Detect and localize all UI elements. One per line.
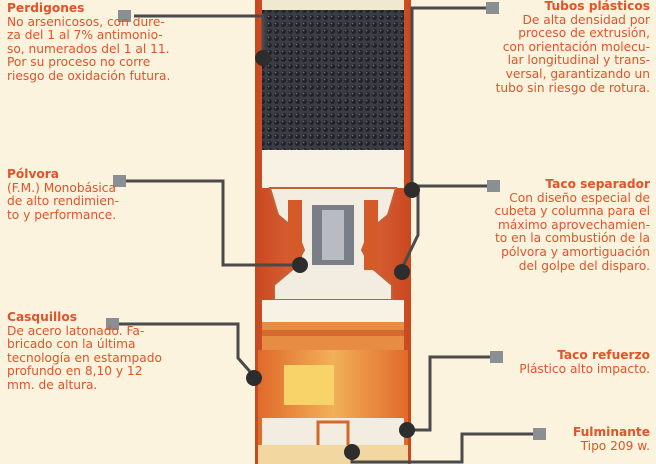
label-polvora-title: Pólvora — [7, 167, 60, 181]
leader-dot — [344, 444, 360, 460]
label-casquillos-body: De acero latonado. Fa- bricado con la úl… — [7, 323, 162, 392]
label-tubos-body: De alta densidad por proceso de extrusió… — [495, 12, 650, 95]
label-marker-square — [487, 180, 500, 192]
label-taco-refuerzo-title: Taco refuerzo — [557, 348, 650, 362]
label-taco-separador: Taco separador Con diseño especial de cu… — [418, 177, 650, 273]
label-tubos-title: Tubos plásticos — [544, 0, 650, 13]
label-casquillos: Casquillos De acero latonado. Fa- bricad… — [7, 310, 245, 393]
leader-dot — [292, 257, 308, 273]
label-perdigones-title: Perdigones — [7, 1, 85, 15]
label-perdigones: Perdigones No arsenicosos, con dure- za … — [7, 1, 252, 84]
label-fulminante: Fulminante Tipo 209 w. — [480, 425, 650, 453]
label-marker-square — [486, 2, 499, 14]
label-marker-square — [118, 10, 131, 22]
label-taco-refuerzo: Taco refuerzo Plástico alto impacto. — [440, 348, 650, 376]
label-marker-square — [533, 428, 546, 440]
leader-casquillos — [117, 322, 255, 376]
leader-dot — [399, 422, 415, 438]
leader-taco-separador — [400, 184, 487, 269]
label-perdigones-body: No arsenicosos, con dure- za del 1 al 7%… — [7, 14, 171, 83]
leader-dot — [404, 182, 420, 198]
leader-taco-refuerzo — [407, 355, 490, 432]
label-taco-separador-body: Con diseño especial de cubeta y columna … — [494, 190, 650, 273]
over-shot-card — [262, 150, 404, 188]
label-marker-square — [106, 318, 119, 330]
leader-dot — [394, 264, 410, 280]
label-polvora: Pólvora (F.M.) Monobásica de alto rendim… — [7, 167, 192, 222]
leader-polvora — [124, 179, 300, 267]
label-casquillos-title: Casquillos — [7, 310, 77, 324]
label-polvora-body: (F.M.) Monobásica de alto rendimien- to … — [7, 180, 120, 222]
leader-perdigones — [134, 14, 265, 58]
label-fulminante-body: Tipo 209 w. — [580, 438, 650, 453]
label-marker-square — [113, 175, 126, 187]
leader-tubos — [410, 6, 486, 188]
label-marker-square — [490, 351, 503, 363]
label-taco-refuerzo-body: Plástico alto impacto. — [519, 361, 650, 376]
label-taco-separador-title: Taco separador — [545, 177, 650, 191]
label-fulminante-title: Fulminante — [572, 425, 650, 439]
leader-dot — [255, 50, 271, 66]
leader-dot — [246, 370, 262, 386]
shot-column — [262, 0, 404, 150]
label-tubos: Tubos plásticos De alta densidad por pro… — [418, 0, 650, 95]
